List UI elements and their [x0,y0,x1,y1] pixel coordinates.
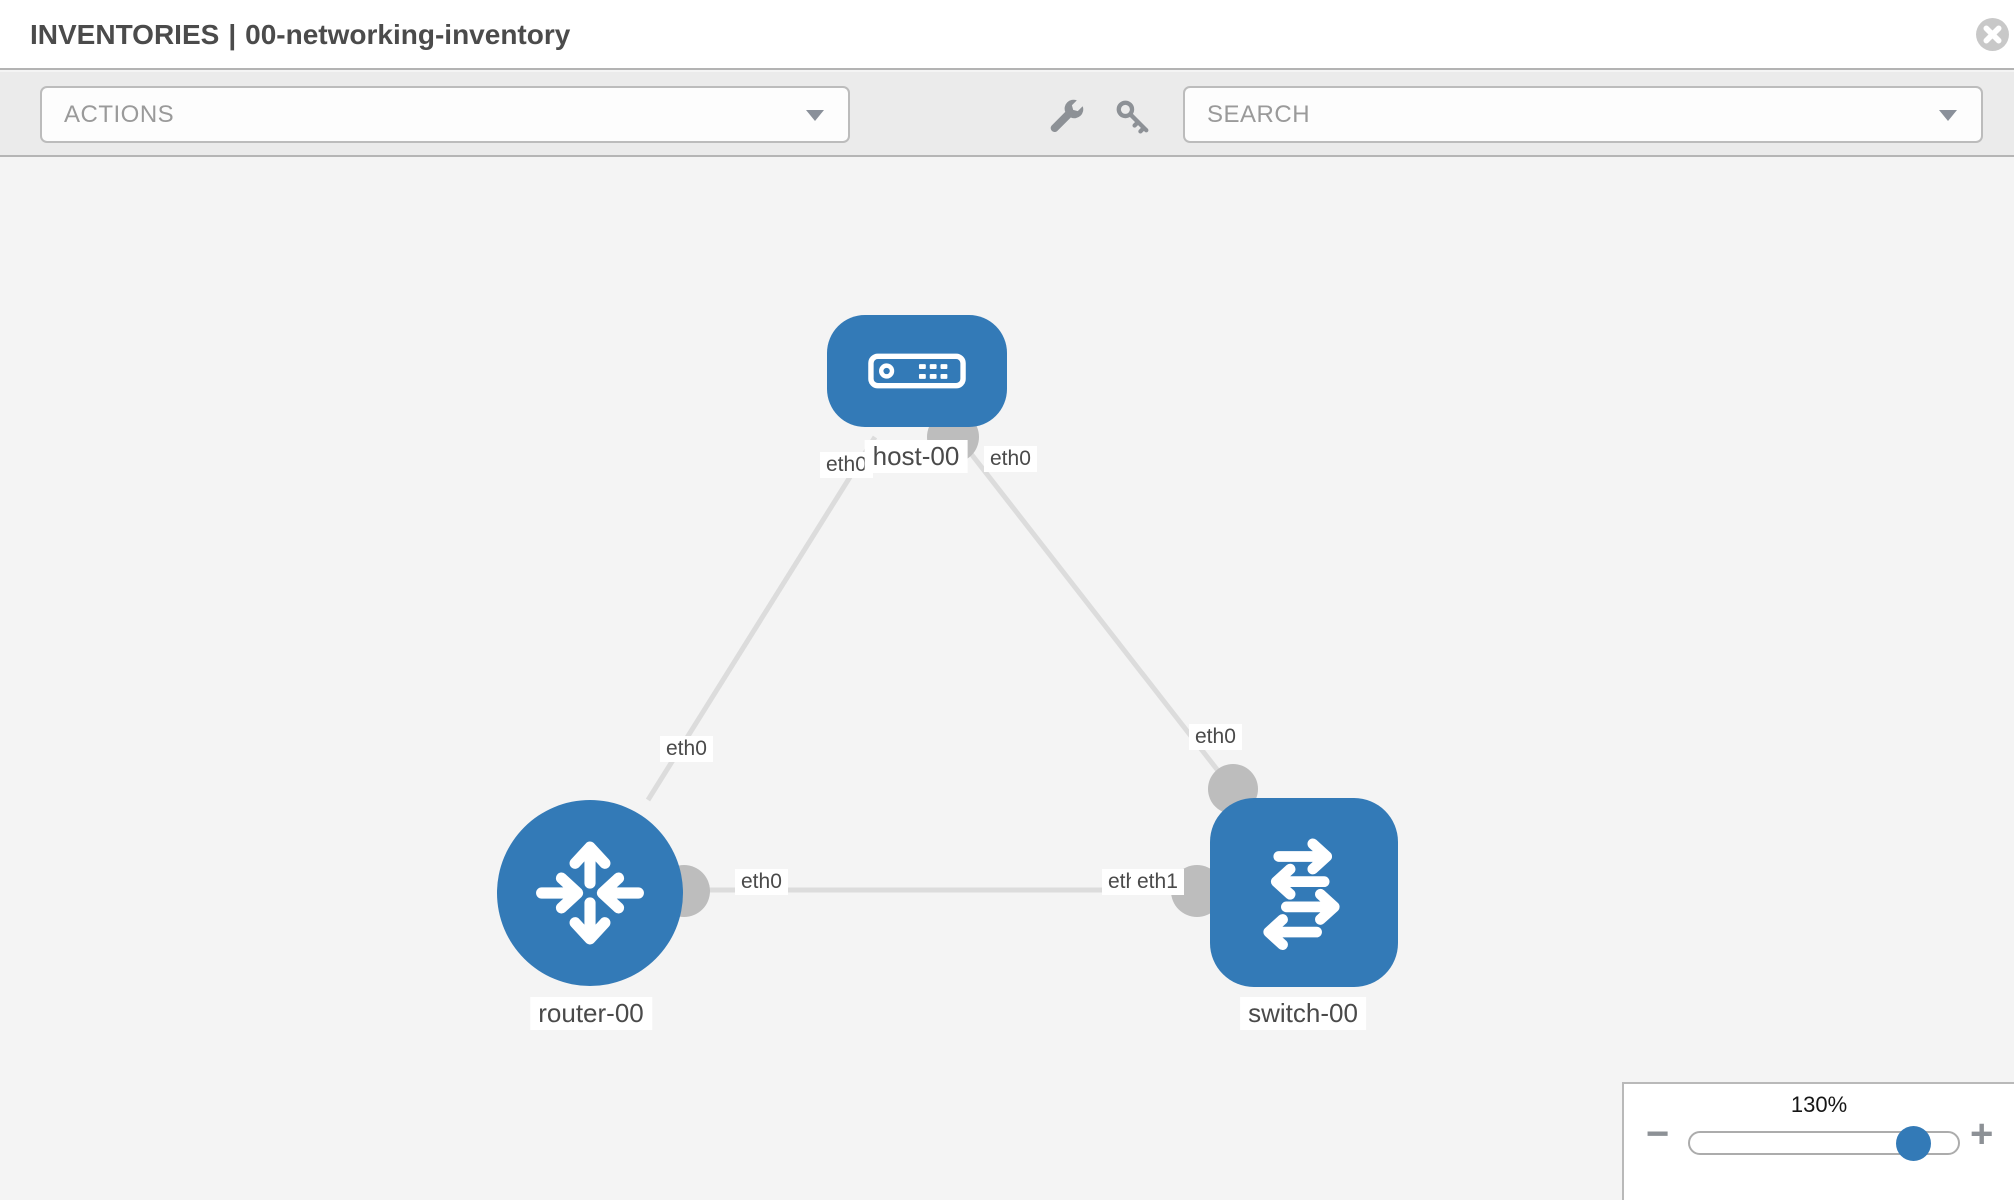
zoom-out-button[interactable]: − [1646,1112,1670,1156]
breadcrumb-name: 00-networking-inventory [245,19,571,50]
close-icon [1976,18,2009,51]
header: INVENTORIES | 00-networking-inventory [0,0,2014,70]
node-label-host: host-00 [864,440,968,474]
zoom-slider-track[interactable] [1688,1126,1960,1161]
interface-label: eth1 [1131,869,1184,895]
breadcrumb-separator: | [228,19,237,50]
chevron-down-icon [1939,109,1957,121]
zoom-level-readout: 130% [1790,1092,1848,1117]
key-icon[interactable] [1114,98,1152,136]
close-button[interactable] [1975,17,2010,52]
switch-icon [1263,838,1340,950]
node-host-00[interactable] [827,315,1007,427]
zoom-panel: 130% − + [1622,1082,2014,1200]
interface-label: eth0 [660,736,713,762]
host-icon [868,353,966,389]
breadcrumb-section: INVENTORIES [30,19,220,50]
router-icon [536,841,644,945]
actions-select[interactable]: ACTIONS [40,86,850,143]
node-label-switch: switch-00 [1240,997,1366,1031]
actions-select-label: ACTIONS [64,100,175,128]
page-title: INVENTORIES | 00-networking-inventory [30,19,579,51]
link-host-switch[interactable] [956,435,1235,792]
interface-label: eth0 [735,869,788,895]
interface-label: eth0 [1189,724,1242,750]
chevron-down-icon [806,109,824,121]
zoom-in-button[interactable]: + [1970,1112,1994,1156]
zoom-slider-thumb[interactable] [1896,1126,1931,1161]
search-select-label: SEARCH [1207,100,1311,128]
interface-label: eth0 [820,452,873,478]
wrench-icon[interactable] [1048,98,1086,136]
toolbar: ACTIONS SEARCH [0,72,2014,157]
interface-label: eth0 [984,446,1037,472]
search-select[interactable]: SEARCH [1183,86,1983,143]
canvas-background[interactable] [0,158,2014,1200]
node-label-router: router-00 [530,997,652,1031]
node-switch-00[interactable] [1210,798,1398,987]
node-router-00[interactable] [497,800,683,986]
